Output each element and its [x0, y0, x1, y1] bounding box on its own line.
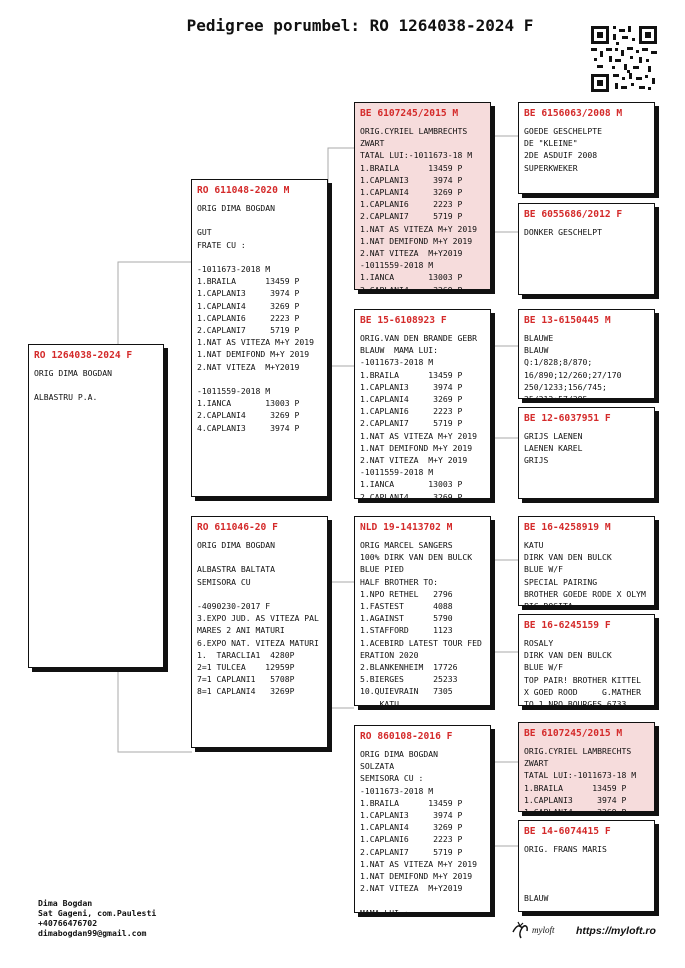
- ring-number: NLD 19-1413702 M: [360, 522, 453, 533]
- ring-number: RO 611048-2020 M: [197, 185, 290, 196]
- ring-number: RO 611046-20 F: [197, 522, 278, 533]
- ring-number: BE 14-6074415 F: [524, 826, 611, 837]
- card-details: GOEDE GESCHELPTE DE "KLEINE" 2DE ASDUIF …: [524, 126, 602, 173]
- dam-card[interactable]: RO 611046-20 F ORIG DIMA BOGDAN ALBASTRA…: [191, 516, 328, 748]
- card-details: ROSALY DIRK VAN DEN BULCK BLUE W/F TOP P…: [524, 638, 641, 706]
- qr-code-icon: [591, 26, 657, 92]
- ring-number: BE 13-6150445 M: [524, 315, 611, 326]
- subject-details: ORIG DIMA BOGDAN ALBASTRU P.A.: [34, 368, 112, 403]
- dam-dam-sire-card[interactable]: BE 6107245/2015 M ORIG.CYRIEL LAMBRECHTS…: [518, 722, 655, 812]
- svg-text:myloft: myloft: [532, 925, 555, 935]
- website-url[interactable]: https://myloft.ro: [576, 925, 656, 937]
- subject-card[interactable]: RO 1264038-2024 F ORIG DIMA BOGDAN ALBAS…: [28, 344, 164, 668]
- ring-number: BE 15-6108923 F: [360, 315, 447, 326]
- dam-sire-card[interactable]: NLD 19-1413702 M ORIG MARCEL SANGERS 100…: [354, 516, 491, 706]
- ring-number: BE 6107245/2015 M: [360, 108, 459, 119]
- ring-number: BE 6107245/2015 M: [524, 728, 623, 739]
- card-details: GRIJS LAENEN LAENEN KAREL GRIJS: [524, 431, 583, 466]
- sire-details: ORIG DIMA BOGDAN GUT FRATE CU : -1011673…: [197, 203, 314, 433]
- sire-dam-dam-card[interactable]: BE 12-6037951 F GRIJS LAENEN LAENEN KARE…: [518, 407, 655, 499]
- dam-sire-details: ORIG MARCEL SANGERS 100% DIRK VAN DEN BU…: [360, 540, 482, 706]
- sire-sire-sire-card[interactable]: BE 6156063/2008 M GOEDE GESCHELPTE DE "K…: [518, 102, 655, 194]
- sire-card[interactable]: RO 611048-2020 M ORIG DIMA BOGDAN GUT FR…: [191, 179, 328, 497]
- ring-number: RO 860108-2016 F: [360, 731, 453, 742]
- sire-dam-card[interactable]: BE 15-6108923 F ORIG.VAN DEN BRANDE GEBR…: [354, 309, 491, 499]
- dam-details: ORIG DIMA BOGDAN ALBASTRA BALTATA SEMISO…: [197, 540, 319, 697]
- dam-dam-details: ORIG DIMA BOGDAN SOLZATA SEMISORA CU : -…: [360, 749, 477, 913]
- ring-number: BE 6156063/2008 M: [524, 108, 623, 119]
- ring-number: BE 6055686/2012 F: [524, 209, 623, 220]
- card-details: BLAUWE BLAUW Q:1/828;8/870; 16/890;12/26…: [524, 333, 622, 398]
- card-details: ORIG.CYRIEL LAMBRECHTS ZWART TATAL LUI:-…: [524, 746, 637, 811]
- card-details: ORIG. FRANS MARIS BLAUW: [524, 844, 607, 903]
- dam-dam-dam-card[interactable]: BE 14-6074415 F ORIG. FRANS MARIS BLAUW: [518, 820, 655, 912]
- owner-contact: Dima Bogdan Sat Gageni, com.Paulesti +40…: [38, 898, 157, 938]
- ring-number: BE 12-6037951 F: [524, 413, 611, 424]
- sire-sire-dam-card[interactable]: BE 6055686/2012 F DONKER GESCHELPT: [518, 203, 655, 295]
- sire-sire-card[interactable]: BE 6107245/2015 M ORIG.CYRIEL LAMBRECHTS…: [354, 102, 491, 290]
- ring-number: BE 16-6245159 F: [524, 620, 611, 631]
- card-details: DONKER GESCHELPT: [524, 227, 602, 237]
- ring-number: RO 1264038-2024 F: [34, 350, 133, 361]
- card-details: KATU DIRK VAN DEN BULCK BLUE W/F SPECIAL…: [524, 540, 646, 605]
- sire-sire-details: ORIG.CYRIEL LAMBRECHTS ZWART TATAL LUI:-…: [360, 126, 477, 290]
- sire-dam-details: ORIG.VAN DEN BRANDE GEBR BLAUW MAMA LUI:…: [360, 333, 477, 499]
- dam-sire-dam-card[interactable]: BE 16-6245159 F ROSALY DIRK VAN DEN BULC…: [518, 614, 655, 706]
- dam-sire-sire-card[interactable]: BE 16-4258919 M KATU DIRK VAN DEN BULCK …: [518, 516, 655, 606]
- page-title: Pedigree porumbel: RO 1264038-2024 F: [186, 16, 534, 35]
- sire-dam-sire-card[interactable]: BE 13-6150445 M BLAUWE BLAUW Q:1/828;8/8…: [518, 309, 655, 399]
- myloft-logo-icon: myloft: [512, 921, 555, 939]
- ring-number: BE 16-4258919 M: [524, 522, 611, 533]
- dam-dam-card[interactable]: RO 860108-2016 F ORIG DIMA BOGDAN SOLZAT…: [354, 725, 491, 913]
